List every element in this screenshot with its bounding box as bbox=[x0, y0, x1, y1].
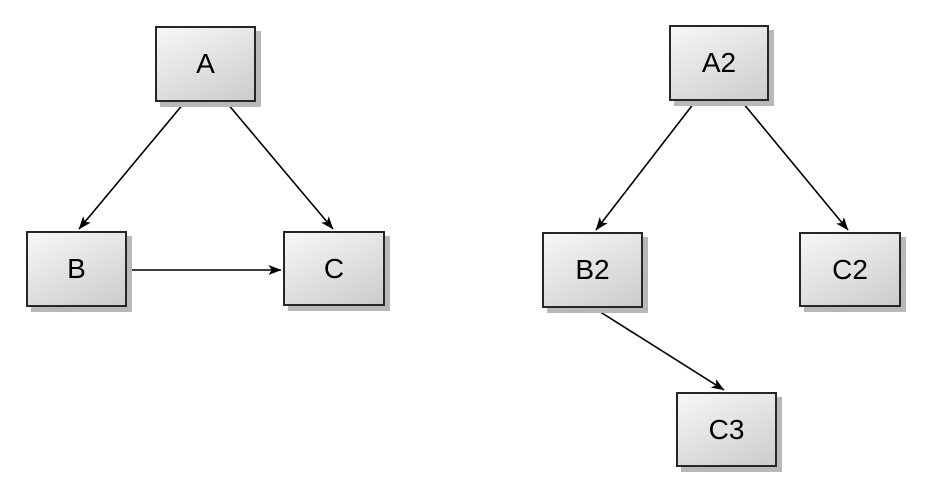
node-C2[interactable]: C2 bbox=[799, 232, 901, 307]
node-B[interactable]: B bbox=[26, 231, 127, 307]
edge-A-to-C bbox=[226, 102, 334, 230]
node-A2[interactable]: A2 bbox=[669, 25, 769, 101]
node-C3[interactable]: C3 bbox=[676, 392, 777, 467]
edge-B2-to-C3 bbox=[593, 307, 725, 391]
edge-A2-to-B2 bbox=[595, 102, 695, 231]
edges-group bbox=[78, 102, 849, 391]
node-C[interactable]: C bbox=[283, 231, 385, 306]
node-A[interactable]: A bbox=[155, 26, 256, 102]
node-B2[interactable]: B2 bbox=[542, 232, 643, 308]
edge-A-to-B bbox=[78, 102, 185, 230]
edge-A2-to-C2 bbox=[742, 102, 849, 231]
